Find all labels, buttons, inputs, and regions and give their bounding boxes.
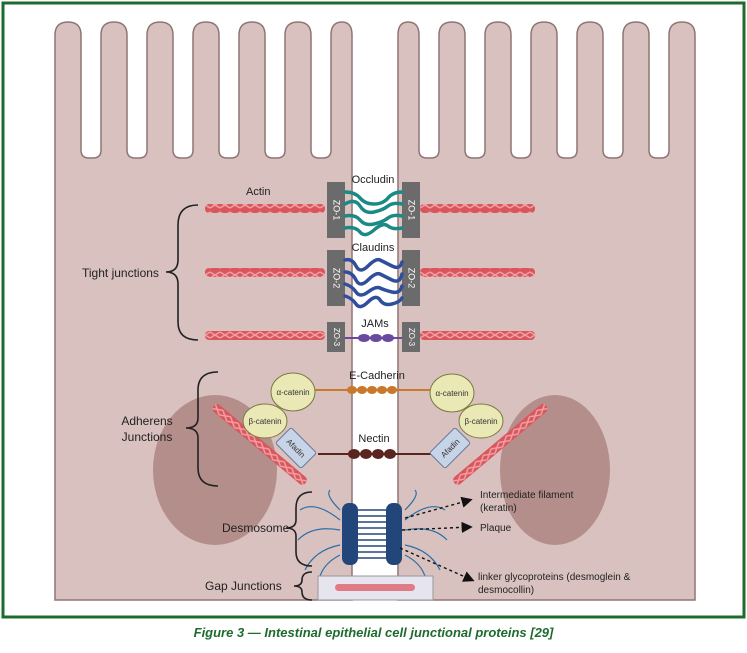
actin-filament [212, 404, 307, 485]
right-epithelial-cell [397, 21, 696, 601]
zo1-left-box [327, 182, 345, 238]
zo1-right-label: ZO-1 [407, 200, 417, 221]
claudins-label: Claudins [352, 242, 395, 254]
actin-filaments [205, 204, 548, 485]
linker-label-line1: linker glycoproteins (desmoglein & [478, 572, 631, 583]
linker-label-line2: desmocollin) [478, 585, 534, 596]
braces [165, 204, 313, 601]
actin-filament [420, 204, 535, 213]
alpha-catenin-left-label: α-catenin [276, 388, 309, 397]
occludin-label: Occludin [352, 174, 395, 186]
zo2-left-label: ZO-2 [332, 268, 342, 289]
intermediate-filament-label-line2: (keratin) [480, 503, 517, 514]
nectin-label: Nectin [358, 433, 389, 445]
zo2-right-box [402, 250, 420, 306]
left-catenin-complex: α-catenin β-catenin Afadin [242, 372, 317, 469]
plaque-label: Plaque [480, 523, 512, 534]
zo1-left-label: ZO-1 [332, 200, 342, 221]
adherens-brace [185, 371, 219, 487]
right-catenin-complex: α-catenin β-catenin Afadin [429, 373, 504, 469]
gap-junction-brace [293, 571, 313, 601]
actin-filament [205, 331, 325, 340]
actin-filament [420, 268, 535, 277]
actin-filament [420, 331, 535, 340]
tight-junction-brace [165, 204, 199, 341]
figure-caption: Figure 3 — Intestinal epithelial cell ju… [193, 625, 554, 640]
gap-junctions-label: Gap Junctions [205, 579, 282, 593]
actin-filament [205, 268, 325, 277]
tight-junctions-label: Tight junctions [82, 266, 159, 280]
annotation-arrows [399, 496, 475, 582]
jam-proteins [345, 334, 402, 342]
alpha-catenin-right-label: α-catenin [435, 389, 468, 398]
right-nucleus [500, 395, 610, 545]
beta-catenin-right-label: β-catenin [464, 417, 497, 426]
adherens-label-line2: Junctions [122, 430, 173, 444]
desmosome-brace [285, 491, 313, 567]
zo2-left-box [327, 250, 345, 306]
e-cadherin-chain [313, 386, 432, 394]
zo-proteins: ZO-1 ZO-1 ZO-2 ZO-2 ZO-3 ZO-3 [327, 182, 420, 352]
zo3-right-box [402, 322, 420, 352]
zo2-right-label: ZO-2 [407, 268, 417, 289]
occludin-strands [343, 190, 404, 237]
zo3-left-box [327, 322, 345, 352]
intermediate-filament-label-line1: Intermediate filament [480, 490, 574, 501]
actin-label: Actin [246, 186, 270, 198]
zo3-right-label: ZO-3 [407, 328, 416, 347]
gap-junction [317, 575, 434, 601]
zo3-left-label: ZO-3 [332, 328, 341, 347]
adherens-label-line1: Adherens [121, 414, 172, 428]
beta-catenin-left-label: β-catenin [248, 417, 281, 426]
nectin-chain [318, 449, 432, 459]
desmosome-structure [297, 489, 448, 586]
desmosome-label: Desmosome [222, 521, 290, 535]
zo1-right-box [402, 182, 420, 238]
e-cadherin-label: E-Cadherin [349, 370, 405, 382]
claudin-strands [343, 257, 404, 309]
jams-label: JAMs [361, 318, 389, 330]
actin-filament [205, 204, 325, 213]
actin-filament [453, 404, 548, 485]
